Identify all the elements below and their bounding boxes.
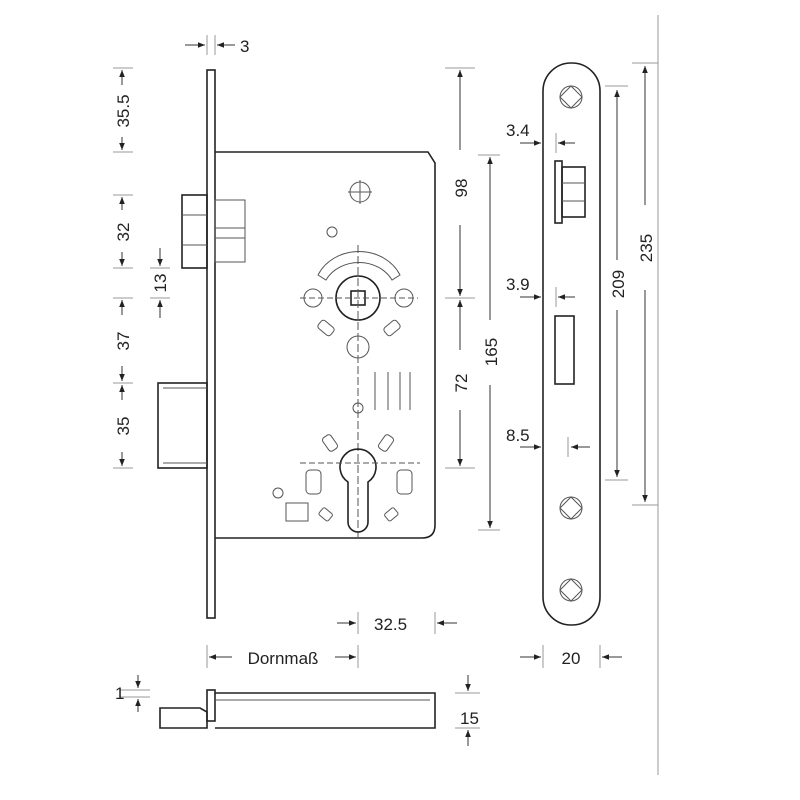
horizontal-dimensions [206,612,622,668]
lock-case [215,151,436,539]
dim-latch-height: 32 [114,223,133,242]
dim-screw-spacing: 209 [609,270,628,298]
case-dimensions [445,67,500,531]
dim-faceplate-width: 20 [562,649,581,668]
dim-top-to-case: 35.5 [114,94,133,127]
dim-screw-offset: 8.5 [506,426,530,445]
faceplate [206,69,216,619]
dim-bolt-height: 35 [114,417,133,436]
dim-faceplate-length: 235 [637,234,656,262]
dim-case-edge: 32.5 [374,615,407,634]
dim-bolt-offset: 3.9 [506,275,530,294]
latch [181,194,246,269]
dim-faceplate-thickness: 3 [240,37,249,56]
dim-hub-to-cylinder: 72 [452,374,471,393]
dim-case-depth: 15 [460,709,479,728]
dim-hub-to-bolt: 37 [114,332,133,351]
spindle-hub [300,180,418,540]
dim-latch-offset: 3.4 [506,121,530,140]
dim-backset: Dornmaß [248,649,319,668]
bottom-view [120,675,480,746]
cylinder-hole [272,434,420,533]
dim-thickness-lines [185,35,235,55]
front-faceplate [542,62,601,626]
faceplate-dimensions [520,62,658,506]
dim-hub-to-top: 98 [452,179,471,198]
dim-latch-gap: 13 [151,274,170,293]
dim-bottom-offset: 1 [115,684,124,703]
deadbolt [157,382,208,469]
left-dimensions [113,67,170,469]
dim-strike-holes: 165 [482,338,501,366]
